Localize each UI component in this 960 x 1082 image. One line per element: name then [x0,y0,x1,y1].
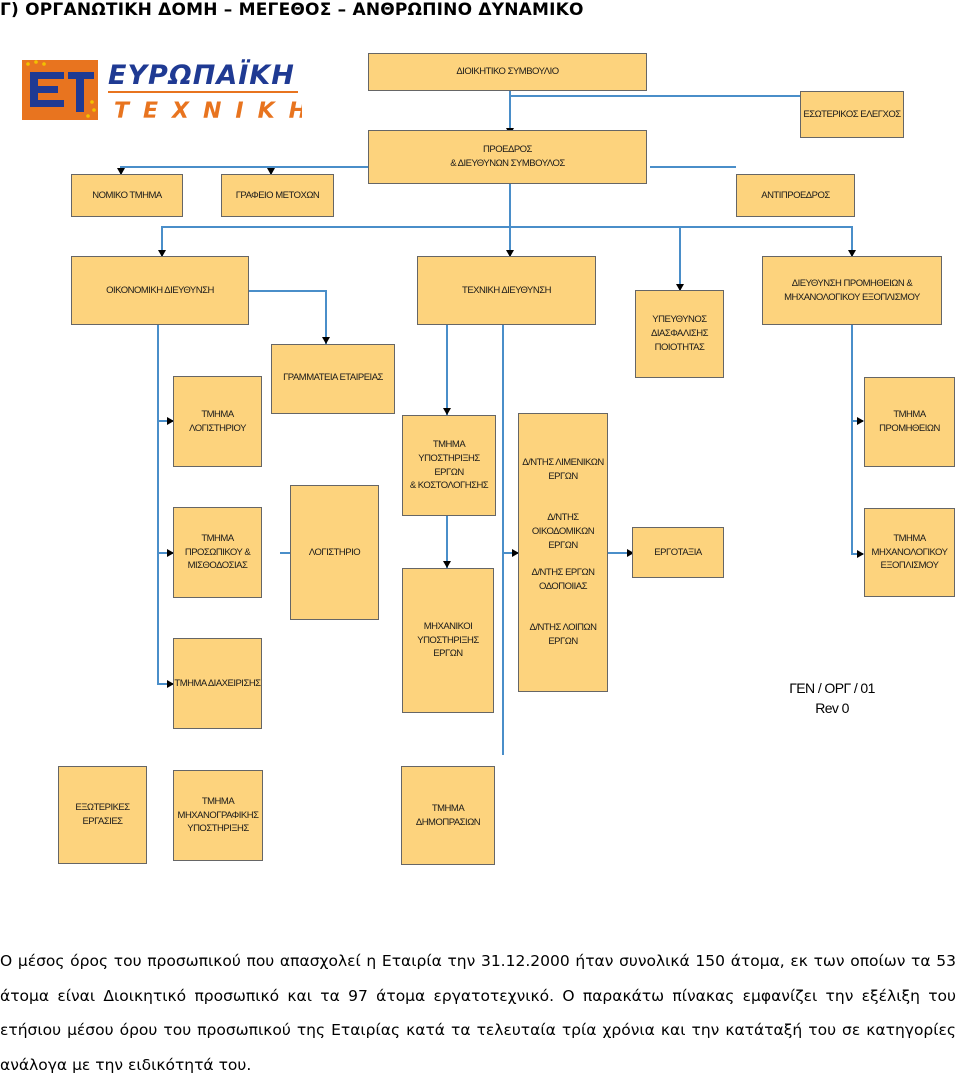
connector-line [502,325,504,755]
box-mechanical-dept: ΤΜΗΜΑ ΜΗΧΑΝΟΛΟΓΙΚΟΥ ΕΞΟΠΛΙΣΜΟΥ [864,508,955,597]
box-external-works: ΕΞΩΤΕΡΙΚΕΣ ΕΡΓΑΣΙΕΣ [58,766,147,864]
company-logo: ΕΥΡΩΠΑΪΚΗ ΤΕΧΝΙΚΗ [22,56,307,124]
document-reference: ΓΕΝ / ΟΡΓ / 01 Rev 0 [789,680,875,717]
connector-line [509,226,511,256]
connector-line [120,166,370,168]
arrow-down [506,250,514,257]
connector-line [157,552,173,554]
arrow-down [117,168,125,175]
arrow-right [167,680,174,688]
connector-line [509,95,851,97]
connector-line [157,420,173,422]
arrow-down [676,284,684,291]
box-accounting-dept: ΤΜΗΜΑ ΛΟΓΙΣΤΗΡΙΟΥ [173,376,262,467]
box-tenders: ΤΜΗΜΑ ΔΗΜΟΠΡΑΣΙΩΝ [401,766,495,865]
connector-line [851,325,853,555]
connector-line [502,552,518,554]
arrow-down [443,408,451,415]
arrow-right [857,417,864,425]
connector-line [679,226,681,290]
connector-line [650,166,736,168]
box-chairman: ΠΡΟΕΔΡΟΣ & ΔΙΕΥΘΥΝΩΝ ΣΥΜΒΟΥΛΟΣ [368,130,647,184]
box-quality-assurance: ΥΠΕΥΘΥΝΟΣ ΔΙΑΣΦΑΛΙΣΗΣ ΠΟΙΟΤΗΤΑΣ [635,290,724,378]
section-heading: Γ) ΟΡΓΑΝΩΤΙΚΗ ΔΟΜΗ – ΜΕΓΕΘΟΣ – ΑΝΘΡΩΠΙΝΟ… [0,0,584,20]
arrow-right [627,549,634,557]
arrow-down [158,250,166,257]
connector-line [608,552,632,554]
connector-line [851,226,853,256]
arrow-down [322,337,330,344]
connector-line [325,290,327,344]
box-shareholders: ΓΡΑΦΕΙΟ ΜΕΤΟΧΩΝ [221,174,334,217]
box-works-directors: Δ/ΝΤΗΣ ΛΙΜΕΝΙΚΩΝ ΕΡΓΩΝ Δ/ΝΤΗΣ ΟΙΚΟΔΟΜΙΚΩ… [518,413,608,692]
box-procurement-directorate: ΔΙΕΥΘΥΝΣΗ ΠΡΟΜΗΘΕΙΩΝ & ΜΗΧΑΝΟΛΟΓΙΚΟΥ ΕΞΟ… [762,256,942,325]
connector-line [157,683,173,685]
arrow-down [848,250,856,257]
box-vice-chairman: ΑΝΤΙΠΡΟΕΔΡΟΣ [736,174,855,217]
connector-line [161,226,853,228]
box-support-engineers: ΜΗΧΑΝΙΚΟΙ ΥΠΟΣΤΗΡΙΞΗΣ ΕΡΓΩΝ [402,568,494,713]
arrow-right [167,417,174,425]
connector-line [157,325,159,685]
box-cost-support: ΤΜΗΜΑ ΥΠΟΣΤΗΡΙΞΗΣ ΕΡΓΩΝ & ΚΟΣΤΟΛΟΓΗΣΗΣ [402,415,496,516]
connector-line [446,516,448,568]
logo-line1: ΕΥΡΩΠΑΪΚΗ [108,59,295,91]
box-procurement-dept: ΤΜΗΜΑ ΠΡΟΜΗΘΕΙΩΝ [864,377,955,467]
box-internal-audit: ΕΣΩΤΕΡΙΚΟΣ ΕΛΕΓΧΟΣ [800,91,904,138]
box-legal: ΝΟΜΙΚΟ ΤΜΗΜΑ [71,174,183,217]
box-sites: ΕΡΓΟΤΑΞΙΑ [632,527,724,578]
arrow-down [267,168,275,175]
box-board: ΔΙΟΙΚΗΤΙΚΟ ΣΥΜΒΟΥΛΙΟ [368,53,647,91]
connector-line [446,325,448,415]
box-personnel: ΤΜΗΜΑ ΠΡΟΣΩΠΙΚΟΥ & ΜΙΣΘΟΔΟΣΙΑΣ [173,507,262,598]
logo-line2: ΤΕΧΝΙΚΗ [114,99,302,124]
box-management-dept: ΤΜΗΜΑ ΔΙΑΧΕΙΡΙΣΗΣ [173,638,262,729]
box-financial-directorate: ΟΙΚΟΝΟΜΙΚΗ ΔΙΕΥΘΥΝΣΗ [71,256,249,325]
box-it-support: ΤΜΗΜΑ ΜΗΧΑΝΟΓΡΑΦΙΚΗΣ ΥΠΟΣΤΗΡΙΞΗΣ [173,770,263,861]
box-accounting: ΛΟΓΙΣΤΗΡΙΟ [290,485,379,620]
arrow-right [167,549,174,557]
arrow-right [512,549,519,557]
body-paragraph: Ο μέσος όρος του προσωπικού που απασχολε… [0,952,956,1074]
connector-line [509,91,511,130]
arrow-down [443,561,451,568]
arrow-right [857,550,864,558]
box-technical-directorate: ΤΕΧΝΙΚΗ ΔΙΕΥΘΥΝΣΗ [417,256,596,325]
connector-line [509,184,511,226]
logo-graphic: ΕΥΡΩΠΑΪΚΗ ΤΕΧΝΙΚΗ [22,59,307,124]
connector-line [161,226,163,256]
connector-line [249,290,327,292]
connector-line [280,552,290,554]
box-secretariat: ΓΡΑΜΜΑΤΕΙΑ ΕΤΑΙΡΕΙΑΣ [271,344,395,414]
